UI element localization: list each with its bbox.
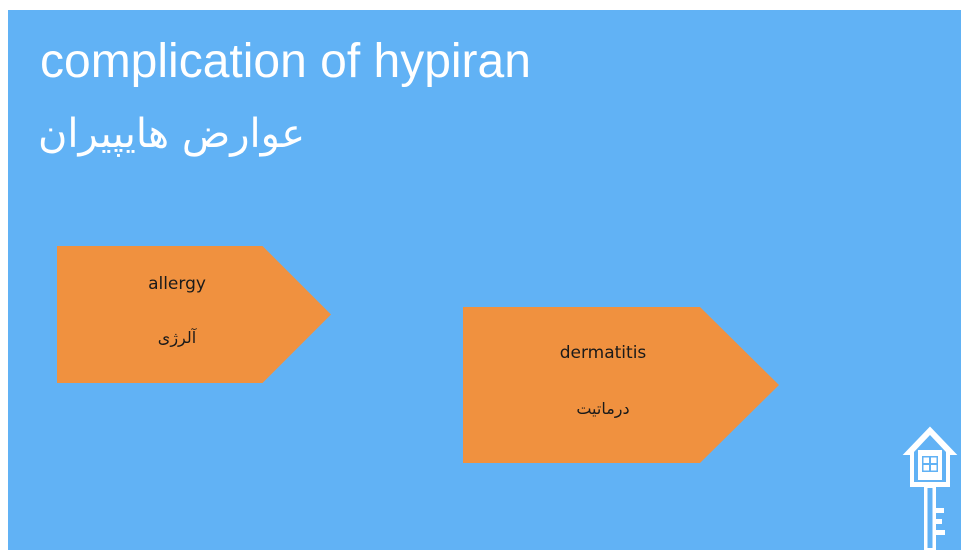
allergy-label: allergy bbox=[148, 274, 206, 294]
house-key-icon[interactable] bbox=[902, 426, 958, 550]
dermatitis-label: dermatitis bbox=[559, 343, 647, 363]
dermatitis-label-persian: درماتیت bbox=[576, 399, 630, 418]
slide: complication of hypiran عوارض هایپیران a… bbox=[8, 10, 961, 550]
allergy-shape: allergy آلرژی bbox=[57, 246, 331, 383]
allergy-label-persian: آلرژی bbox=[157, 328, 197, 347]
slide-title: complication of hypiran bbox=[40, 35, 531, 88]
dermatitis-shape: dermatitis درماتیت bbox=[463, 307, 779, 463]
slide-title-persian: عوارض هایپیران bbox=[38, 111, 306, 157]
